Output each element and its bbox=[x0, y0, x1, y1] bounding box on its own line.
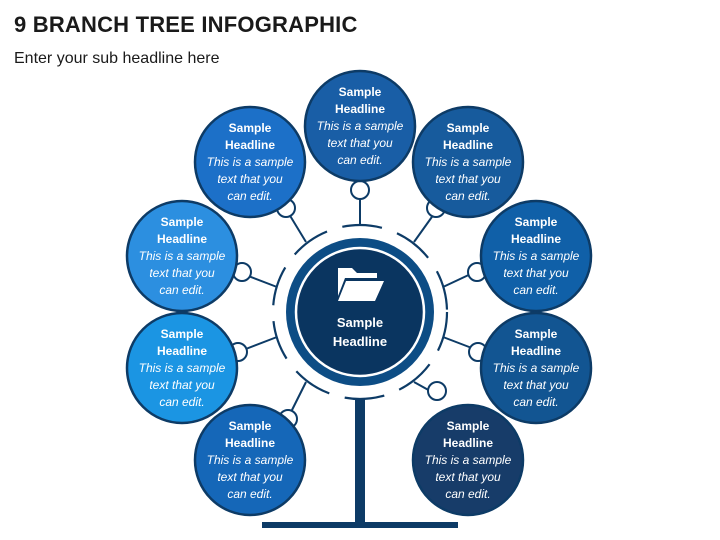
branch-text-9: This is a sample bbox=[425, 453, 512, 467]
branch-headline-3: Sample bbox=[339, 85, 382, 99]
branch-knob-9 bbox=[427, 381, 447, 401]
branch-text-2: This is a sample bbox=[207, 155, 294, 169]
center-headline-2: Headline bbox=[333, 334, 387, 349]
branch-text-2: text that you bbox=[217, 172, 283, 186]
branch-knob-3 bbox=[350, 180, 370, 200]
branch-bubble-1 bbox=[125, 199, 239, 313]
branch-text-8: text that you bbox=[503, 378, 569, 392]
branch-text-6: This is a sample bbox=[139, 361, 226, 375]
branch-text-5: text that you bbox=[503, 266, 569, 280]
center-node bbox=[294, 246, 426, 378]
branch-text-8: can edit. bbox=[513, 395, 558, 409]
branch-headline-7: Sample bbox=[229, 419, 272, 433]
branch-headline-5: Headline bbox=[511, 232, 561, 246]
branch-headline-1: Sample bbox=[161, 215, 204, 229]
branch-text-5: can edit. bbox=[513, 283, 558, 297]
center-headline-1: Sample bbox=[337, 315, 383, 330]
tree-base bbox=[262, 522, 458, 528]
tree-trunk bbox=[355, 398, 365, 524]
branch-text-6: can edit. bbox=[159, 395, 204, 409]
connector-b2 bbox=[288, 213, 307, 243]
branch-text-7: text that you bbox=[217, 470, 283, 484]
branch-text-1: can edit. bbox=[159, 283, 204, 297]
branch-headline-4: Headline bbox=[443, 138, 493, 152]
page-title: 9 BRANCH TREE INFOGRAPHIC bbox=[14, 12, 358, 37]
branch-text-3: text that you bbox=[327, 136, 393, 150]
branch-headline-9: Sample bbox=[447, 419, 490, 433]
branch-text-7: can edit. bbox=[227, 487, 272, 501]
branch-bubble-8 bbox=[479, 311, 593, 425]
branch-text-3: This is a sample bbox=[317, 119, 404, 133]
branch-text-4: can edit. bbox=[445, 189, 490, 203]
branch-headline-1: Headline bbox=[157, 232, 207, 246]
branch-text-4: This is a sample bbox=[425, 155, 512, 169]
branch-headline-7: Headline bbox=[225, 436, 275, 450]
branch-headline-8: Sample bbox=[515, 327, 558, 341]
branch-text-7: This is a sample bbox=[207, 453, 294, 467]
branch-text-9: text that you bbox=[435, 470, 501, 484]
branch-text-2: can edit. bbox=[227, 189, 272, 203]
branch-bubble-4 bbox=[411, 105, 525, 219]
branch-bubble-7 bbox=[193, 403, 307, 517]
branch-headline-4: Sample bbox=[447, 121, 490, 135]
branch-headline-2: Headline bbox=[225, 138, 275, 152]
branch-headline-6: Headline bbox=[157, 344, 207, 358]
branch-text-8: This is a sample bbox=[493, 361, 580, 375]
branch-bubble-3 bbox=[303, 69, 417, 183]
branch-bubble-9 bbox=[411, 403, 525, 517]
branch-bubble-6 bbox=[125, 311, 239, 425]
branch-headline-3: Headline bbox=[335, 102, 385, 116]
folder-open-icon bbox=[338, 268, 384, 301]
branch-headline-6: Sample bbox=[161, 327, 204, 341]
branch-text-5: This is a sample bbox=[493, 249, 580, 263]
branch-text-6: text that you bbox=[149, 378, 215, 392]
branch-text-1: text that you bbox=[149, 266, 215, 280]
connector-b4 bbox=[413, 213, 435, 243]
branch-headline-2: Sample bbox=[229, 121, 272, 135]
branch-text-1: This is a sample bbox=[139, 249, 226, 263]
connector-b7 bbox=[289, 381, 307, 415]
branch-headline-8: Headline bbox=[511, 344, 561, 358]
branch-headline-9: Headline bbox=[443, 436, 493, 450]
branch-bubble-2 bbox=[193, 105, 307, 219]
branch-headline-5: Sample bbox=[515, 215, 558, 229]
branch-text-4: text that you bbox=[435, 172, 501, 186]
branch-text-3: can edit. bbox=[337, 153, 382, 167]
branch-bubble-5 bbox=[479, 199, 593, 313]
branch-text-9: can edit. bbox=[445, 487, 490, 501]
page-subtitle: Enter your sub headline here bbox=[14, 50, 220, 67]
